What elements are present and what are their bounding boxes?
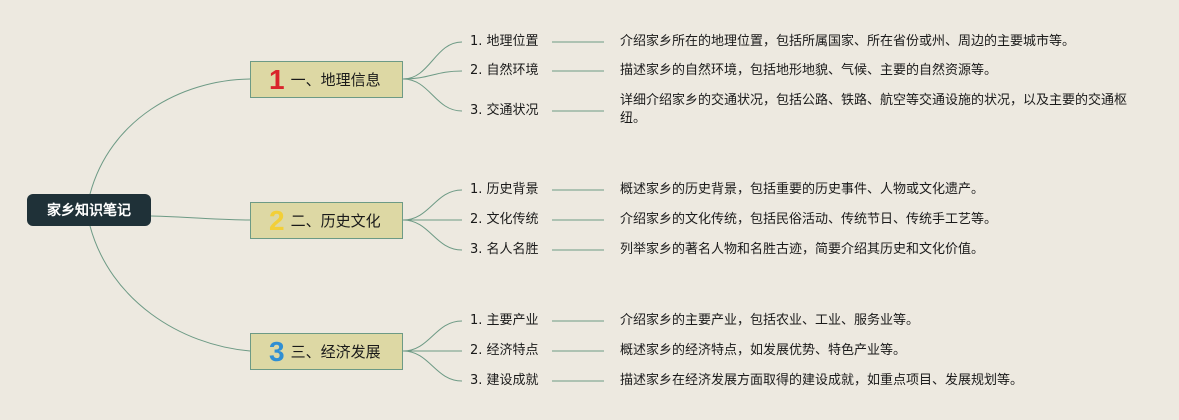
desc-location: 介绍家乡所在的地理位置，包括所属国家、所在省份或州、周边的主要城市等。 [620,34,1076,49]
branch-node-economy[interactable]: 3 三、经济发展 [250,333,403,370]
connector-branch-2-topic-1 [402,189,463,221]
desc-culture-tradition: 介绍家乡的文化传统，包括民俗活动、传统节日、传统手工艺等。 [620,212,998,227]
topic-history-background[interactable]: 1. 历史背景 [470,181,539,199]
branch-title: 一、地理信息 [290,71,381,89]
desc-history-background: 概述家乡的历史背景，包括重要的历史事件、人物或文化遗产。 [620,182,985,197]
topic-achievements[interactable]: 3. 建设成就 [470,372,539,390]
connector-branch-3-topic-1 [402,320,463,352]
connector-branch-3-topic-3 [402,350,463,382]
topic-location[interactable]: 1. 地理位置 [470,33,539,51]
desc-transport: 详细介绍家乡的交通状况，包括公路、铁路、航空等交通设施的状况，以及主要的交通枢纽… [620,93,1128,126]
topic-environment[interactable]: 2. 自然环境 [470,62,539,80]
topic-label: 1. 历史背景 [470,182,539,197]
connector-branch-1-topic-1 [402,41,463,80]
desc-economic-features: 概述家乡的经济特点，如发展优势、特色产业等。 [620,343,907,358]
topic-transport[interactable]: 3. 交通状况 [470,102,539,120]
connector-root-branch-3 [89,225,251,352]
topic-label: 3. 名人名胜 [470,242,539,257]
topic-label: 2. 经济特点 [470,343,539,358]
topic-economic-features[interactable]: 2. 经济特点 [470,342,539,360]
branch-number: 3 [269,335,285,367]
desc-environment: 描述家乡的自然环境，包括地形地貌、气候、主要的自然资源等。 [620,63,998,78]
topic-famous-sites[interactable]: 3. 名人名胜 [470,241,539,259]
connector-root-branch-1 [89,78,251,195]
branch-title: 二、历史文化 [290,212,381,230]
topic-label: 2. 自然环境 [470,63,539,78]
desc-main-industry: 介绍家乡的主要产业，包括农业、工业、服务业等。 [620,313,920,328]
root-label: 家乡知识笔记 [47,203,131,219]
connector-branch-1-topic-3 [402,78,463,112]
topic-label: 1. 主要产业 [470,313,539,328]
topic-label: 3. 交通状况 [470,103,539,118]
branch-number: 1 [269,63,285,95]
branch-node-geography[interactable]: 1 一、地理信息 [250,61,403,98]
desc-famous-sites: 列举家乡的著名人物和名胜古迹，简要介绍其历史和文化价值。 [620,242,985,257]
topic-main-industry[interactable]: 1. 主要产业 [470,312,539,330]
branch-number: 2 [269,204,285,236]
branch-title: 三、经济发展 [290,343,381,361]
connector-branch-2-topic-3 [402,219,463,251]
root-node[interactable]: 家乡知识笔记 [27,194,151,226]
topic-culture-tradition[interactable]: 2. 文化传统 [470,211,539,229]
topic-label: 3. 建设成就 [470,373,539,388]
topic-label: 2. 文化传统 [470,212,539,227]
topic-label: 1. 地理位置 [470,34,539,49]
branch-node-history[interactable]: 2 二、历史文化 [250,202,403,239]
connector-root-branch-2 [150,215,251,221]
desc-achievements: 描述家乡在经济发展方面取得的建设成就，如重点项目、发展规划等。 [620,373,1024,388]
connector-branch-1-topic-2 [402,70,463,80]
